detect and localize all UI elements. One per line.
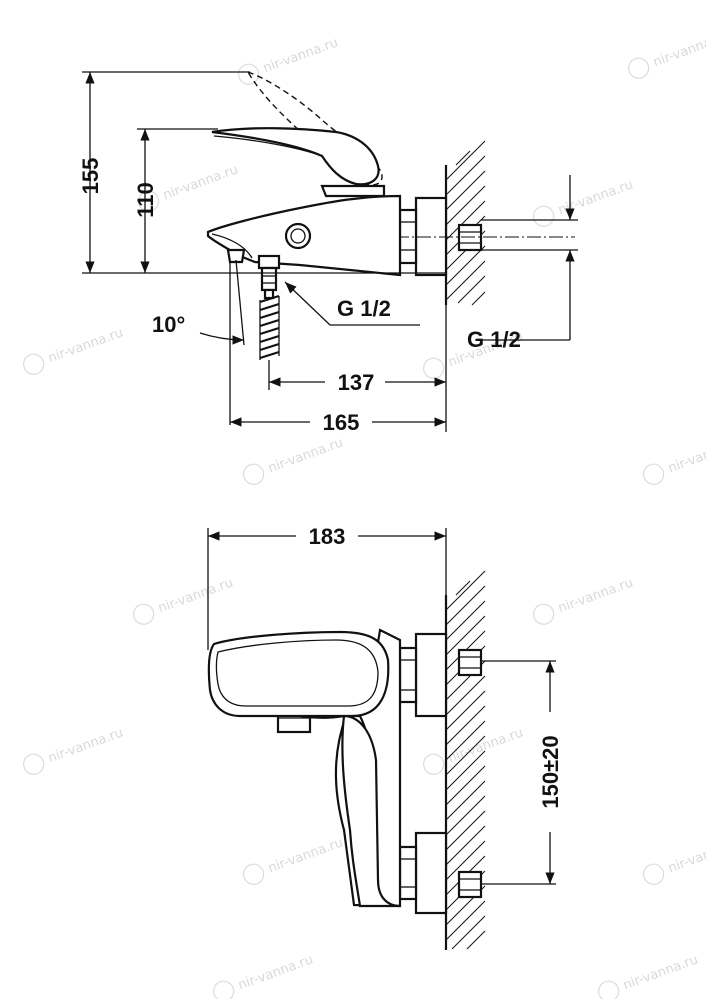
svg-text:nir-vanna.ru: nir-vanna.ru — [621, 952, 700, 993]
watermark: nir-vanna.ru — [598, 952, 700, 999]
watermark: nir-vanna.ru — [133, 575, 235, 625]
spout-thread-label: G 1/2 — [337, 296, 391, 321]
watermark: nir-vanna.ru — [533, 575, 635, 625]
diverter-knob — [284, 222, 312, 250]
svg-text:nir-vanna.ru: nir-vanna.ru — [666, 835, 706, 876]
svg-text:nir-vanna.ru: nir-vanna.ru — [156, 575, 235, 616]
dim-155: 155 — [78, 71, 446, 274]
svg-text:nir-vanna.ru: nir-vanna.ru — [556, 177, 635, 218]
lever — [211, 127, 380, 186]
dim-110: 110 — [133, 128, 218, 273]
svg-text:nir-vanna.ru: nir-vanna.ru — [266, 835, 345, 876]
wall-hatch-top — [444, 140, 486, 306]
svg-text:nir-vanna.ru: nir-vanna.ru — [556, 575, 635, 616]
dim-137: 137 — [268, 305, 447, 432]
front-view: 183 150±20 — [207, 524, 563, 950]
spout-thread-callout: G 1/2 — [284, 281, 420, 326]
lever-front — [207, 630, 390, 718]
dim-150-label: 150±20 — [538, 735, 563, 808]
dim-angle-10: 10° — [152, 259, 245, 425]
svg-text:nir-vanna.ru: nir-vanna.ru — [651, 29, 706, 70]
svg-text:nir-vanna.ru: nir-vanna.ru — [446, 725, 525, 766]
dim-165-label: 165 — [323, 410, 360, 435]
dim-110-label: 110 — [133, 182, 158, 218]
angle-label: 10° — [152, 312, 185, 337]
inlet-upper-front — [398, 632, 483, 718]
inlet-thread-callout: G 1/2 — [467, 175, 578, 352]
svg-text:nir-vanna.ru: nir-vanna.ru — [261, 35, 340, 76]
watermark: nir-vanna.ru — [243, 835, 345, 885]
dim-183: 183 — [207, 524, 447, 650]
dim-183-label: 183 — [309, 524, 346, 549]
svg-text:nir-vanna.ru: nir-vanna.ru — [161, 162, 240, 203]
watermark: nir-vanna.ru — [23, 725, 125, 775]
svg-text:nir-vanna.ru: nir-vanna.ru — [666, 435, 706, 476]
watermark: nir-vanna.ru — [238, 35, 340, 85]
watermark: nir-vanna.ru — [243, 435, 345, 485]
watermark: nir-vanna.ru — [628, 29, 706, 79]
shower-outlet-side — [257, 254, 281, 368]
dim-165: 165 — [230, 410, 446, 435]
svg-text:nir-vanna.ru: nir-vanna.ru — [266, 435, 345, 476]
inlet-connector-side — [395, 196, 575, 277]
dim-137-label: 137 — [338, 370, 375, 395]
watermark: nir-vanna.ru — [213, 952, 315, 999]
watermark: nir-vanna.ru — [423, 725, 525, 775]
watermark: nir-vanna.ru — [533, 177, 635, 227]
svg-text:nir-vanna.ru: nir-vanna.ru — [46, 725, 125, 766]
watermark: nir-vanna.ru — [23, 325, 125, 375]
svg-text:nir-vanna.ru: nir-vanna.ru — [46, 325, 125, 366]
side-view: 155 110 10° G 1/2 G 1/2 — [78, 70, 578, 435]
inlet-thread-label: G 1/2 — [467, 327, 521, 352]
inlet-lower-front — [398, 831, 483, 915]
dim-155-label: 155 — [78, 158, 103, 195]
dim-150: 150±20 — [481, 660, 563, 885]
svg-text:nir-vanna.ru: nir-vanna.ru — [236, 952, 315, 993]
watermark: nir-vanna.ru — [643, 835, 706, 885]
watermark: nir-vanna.ru — [643, 435, 706, 485]
